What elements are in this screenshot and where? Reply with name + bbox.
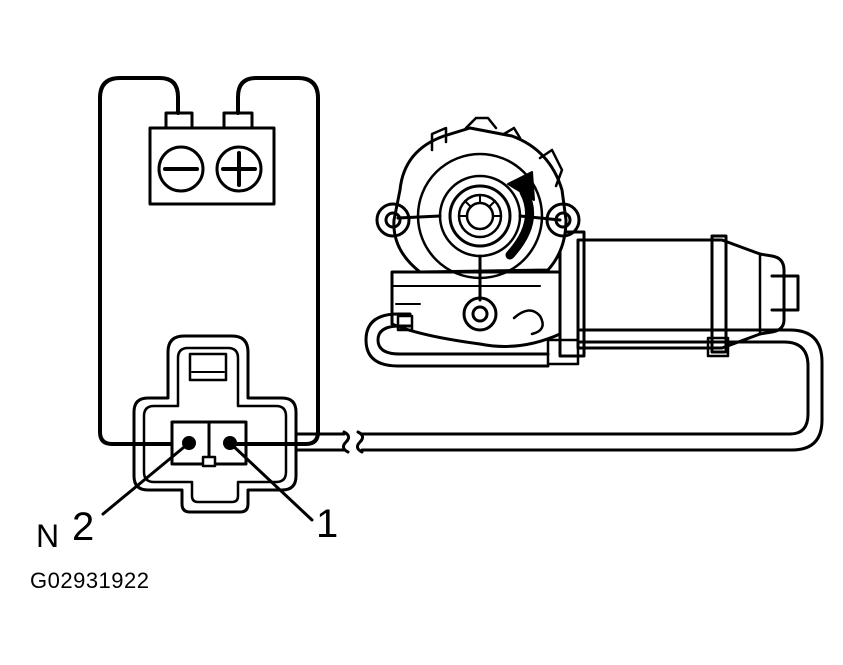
mounting-boss-right xyxy=(545,202,581,238)
motor-harness-wire xyxy=(294,312,824,454)
output-gear xyxy=(448,184,512,248)
terminal-1-label: 1 xyxy=(316,502,339,546)
power-window-motor-icon xyxy=(375,116,800,366)
terminal-leader-lines xyxy=(101,441,314,522)
rotation-arrow-icon xyxy=(505,171,535,260)
terminal-2-label: 2 xyxy=(72,505,95,549)
figure-id-label: G02931922 xyxy=(30,568,150,593)
mounting-boss-left xyxy=(375,202,411,238)
mounting-boss-bottom xyxy=(462,296,498,332)
battery-icon xyxy=(148,111,276,206)
connector-side-label: N xyxy=(36,518,60,554)
connector-icon xyxy=(132,334,298,514)
minus-icon xyxy=(157,145,205,193)
plus-icon xyxy=(215,145,263,193)
battery-lead-wires xyxy=(98,76,320,446)
